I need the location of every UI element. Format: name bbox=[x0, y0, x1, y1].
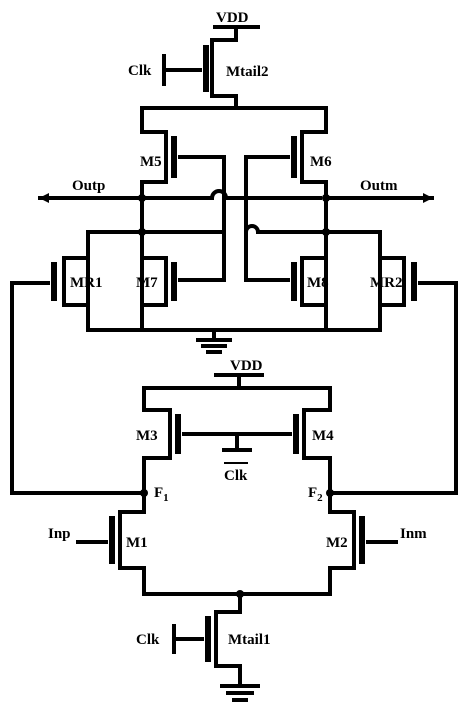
vdd-top-supply bbox=[213, 25, 260, 42]
outp-label: Outp bbox=[72, 178, 105, 194]
m1-transistor bbox=[76, 510, 146, 570]
vdd-mid-label: VDD bbox=[230, 358, 263, 374]
m5-label: M5 bbox=[140, 154, 162, 170]
m3-transistor bbox=[142, 408, 181, 460]
mr1-label: MR1 bbox=[70, 275, 103, 291]
m8-transistor bbox=[291, 256, 328, 307]
f1-letter: F bbox=[154, 485, 163, 501]
f1-node bbox=[10, 281, 148, 514]
m6-transistor bbox=[244, 130, 328, 224]
f1-subscript: 1 bbox=[163, 492, 169, 504]
clk-top-label: Clk bbox=[128, 63, 152, 79]
mtail2-label: Mtail2 bbox=[226, 64, 269, 80]
f2-letter: F bbox=[308, 485, 317, 501]
mtail1-transistor bbox=[172, 610, 242, 668]
m8-label: M8 bbox=[307, 275, 329, 291]
m6-label: M6 bbox=[310, 154, 332, 170]
m1-label: M1 bbox=[126, 535, 148, 551]
f2-node bbox=[326, 281, 458, 514]
f2-label: F2 bbox=[308, 485, 323, 504]
mr2-label: MR2 bbox=[370, 275, 403, 291]
f1-label: F1 bbox=[154, 485, 169, 504]
m2-transistor bbox=[328, 510, 398, 570]
m2-label: M2 bbox=[326, 535, 348, 551]
m5-transistor bbox=[140, 130, 226, 198]
clk-bar-text: Clk bbox=[224, 468, 248, 484]
latch-ground bbox=[86, 328, 382, 354]
outm-node bbox=[322, 180, 434, 332]
m4-transistor bbox=[293, 408, 332, 460]
m7-transistor bbox=[140, 256, 177, 307]
m3-m4-gate bbox=[182, 432, 292, 452]
mtail1-label: Mtail1 bbox=[228, 632, 271, 648]
cross-coupling-wires bbox=[86, 194, 382, 332]
m3-label: M3 bbox=[136, 428, 158, 444]
m7-label: M7 bbox=[136, 275, 158, 291]
m4-label: M4 bbox=[312, 428, 334, 444]
mr2-transistor bbox=[378, 256, 458, 307]
inp-label: Inp bbox=[48, 526, 71, 542]
f2-subscript: 2 bbox=[317, 492, 323, 504]
clk-bottom-label: Clk bbox=[136, 632, 160, 648]
vdd-mid-supply bbox=[142, 373, 332, 412]
pmos-source-rail bbox=[140, 94, 328, 134]
mr1-transistor bbox=[10, 256, 90, 307]
outm-label: Outm bbox=[360, 178, 398, 194]
tail-node bbox=[142, 566, 332, 614]
vdd-top-label: VDD bbox=[216, 10, 249, 26]
bottom-ground bbox=[220, 664, 260, 702]
mtail2-transistor bbox=[162, 38, 238, 98]
clk-bar-label: Clk bbox=[224, 462, 248, 484]
inm-label: Inm bbox=[400, 526, 427, 542]
